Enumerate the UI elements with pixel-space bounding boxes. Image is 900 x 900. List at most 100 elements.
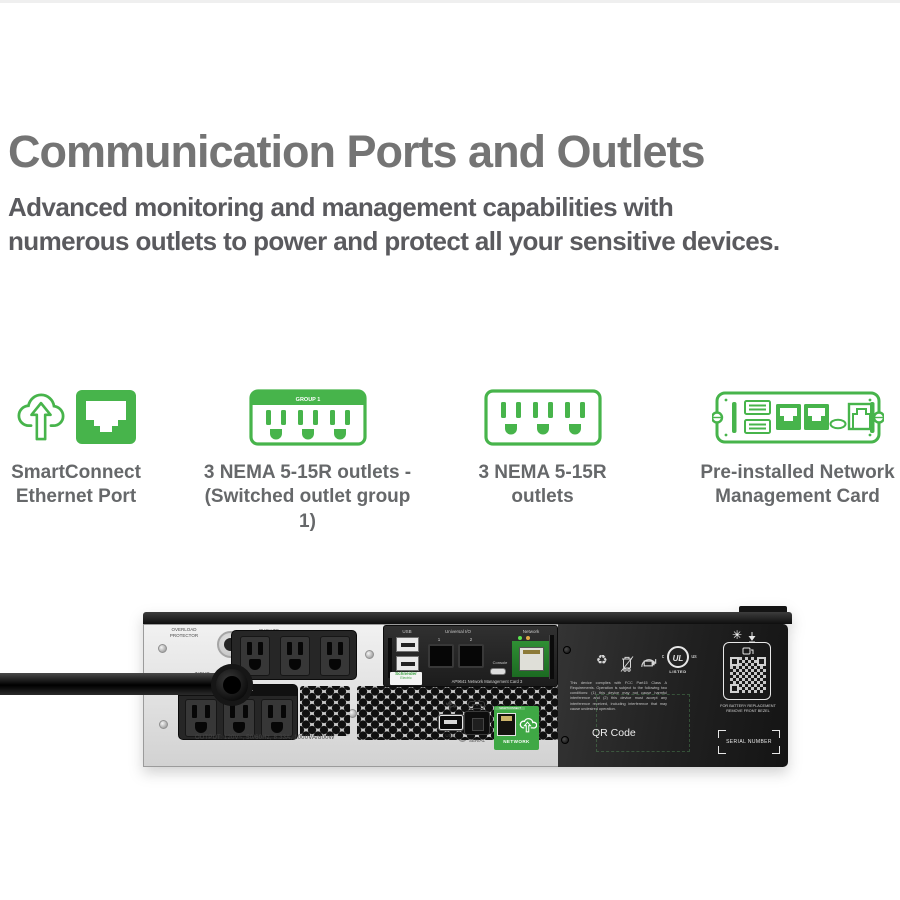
outlet-slot	[298, 642, 303, 655]
nema-outlet	[261, 699, 293, 737]
fcc-compliance-text: This device complies with FCC Part15 Cla…	[570, 681, 667, 711]
bracket-corner	[718, 730, 726, 738]
usb-contact	[444, 720, 457, 724]
schneider-logo: Schneider Electric	[390, 671, 422, 685]
bracket-corner	[718, 746, 726, 754]
outlet-slot	[281, 705, 286, 718]
nema-outlet	[320, 636, 350, 676]
rj45-jack	[497, 713, 516, 736]
io-port-2	[458, 644, 484, 668]
rj45-pins	[523, 650, 540, 654]
outlet-group-icon-header: GROUP 1	[295, 397, 320, 403]
qr-code-box	[723, 642, 771, 700]
outlet-slot	[338, 642, 343, 655]
grommet-hole	[223, 676, 241, 694]
card-slot-rail	[388, 638, 392, 678]
outlet-group-icon: GROUP 1	[248, 388, 367, 446]
network-port-label: Network	[522, 629, 540, 634]
outlet-ground	[271, 722, 283, 733]
outlet-ground	[195, 722, 207, 733]
outlet-ground	[329, 659, 341, 670]
usb-port-label: USB	[445, 733, 455, 738]
outlet-ground	[233, 722, 245, 733]
screw	[561, 736, 569, 744]
ethernet-port-icon	[76, 390, 136, 444]
serial-number-label: SERIAL NUMBER	[726, 739, 772, 745]
overload-protector-label: OVERLOAD PROTECTOR	[169, 627, 199, 638]
recycle-icon: ♻	[596, 653, 608, 668]
ul-c-label: c	[661, 654, 665, 660]
serial-dot	[471, 704, 474, 706]
feature-smartconnect-label: SmartConnect Ethernet Port	[11, 462, 141, 508]
outlet-slot	[247, 642, 252, 655]
nmc-usb-port	[396, 656, 419, 671]
output-rating-label: OUTPUT: 120V~, 50/60Hz, 8.33A, 1000VA/80…	[195, 735, 335, 741]
chassis-top-edge	[143, 612, 792, 624]
page-subtitle: Advanced monitoring and management capab…	[8, 192, 780, 257]
screw	[159, 720, 168, 729]
power-cable	[0, 673, 238, 695]
outlet-ground	[249, 659, 261, 670]
network-panel-label: NETWORK	[503, 739, 530, 744]
ul-us-label: us	[691, 654, 697, 660]
outlet-slot	[268, 705, 273, 718]
management-card-icon	[711, 391, 884, 443]
feature-switched-outlets-icons: GROUP 1	[200, 386, 415, 448]
screw	[563, 646, 571, 654]
usb-symbol-icon	[445, 700, 457, 711]
top-divider	[0, 0, 900, 3]
status-led-green	[518, 636, 522, 640]
console-port	[490, 668, 506, 675]
io-port1-label: 1	[437, 637, 441, 642]
feature-nmc-icons	[695, 386, 900, 448]
schneider-logo-line1: Schneider	[395, 671, 417, 676]
battery-replacement-note: FOR BATTERY REPLACEMENT REMOVE FRONT BEZ…	[720, 704, 776, 714]
status-led-amber	[526, 636, 530, 640]
cable-grommet	[211, 664, 253, 706]
outlet-strip-icon	[483, 388, 602, 446]
ups-rear-panel: OVERLOAD PROTECTOR PUSH TO RESET INPUT 1…	[143, 606, 792, 770]
feature-outlets-label: 3 NEMA 5-15R outlets	[478, 462, 607, 508]
screw	[365, 650, 374, 659]
usb-contact	[401, 643, 415, 647]
outlet-slot	[192, 705, 197, 718]
io-port-1	[428, 644, 454, 668]
serial-port-label: SERIAL	[468, 738, 485, 743]
serial-symbol-icon	[468, 701, 485, 709]
battery-recycle-icon	[641, 659, 657, 667]
qr-finder	[730, 657, 739, 666]
bracket-corner	[772, 730, 780, 738]
feature-nmc: Pre-installed Network Management Card	[695, 386, 900, 510]
vent-grille	[300, 686, 350, 736]
smartconnect-network-panel: SMARTCONNECT NETWORK	[494, 706, 539, 750]
scan-icon	[742, 647, 754, 655]
nema-outlet	[185, 699, 217, 737]
io-port2-label: 2	[469, 637, 473, 642]
no-trash-icon	[620, 656, 634, 672]
qr-code-pattern	[730, 657, 766, 693]
outlet-slot	[230, 705, 235, 718]
outlet-slot	[327, 642, 332, 655]
ul-letters: UL	[672, 654, 684, 663]
cloud-upload-icon	[17, 393, 65, 441]
feature-smartconnect-icons	[0, 386, 152, 448]
qr-finder	[757, 657, 766, 666]
console-label: Console	[492, 660, 508, 665]
network-management-card: USB Universal I/O 1 2 Console Network	[383, 625, 558, 687]
qr-finder	[730, 684, 739, 693]
outlet-ground	[289, 659, 301, 670]
feature-outlets-icons	[445, 386, 640, 448]
feature-smartconnect: SmartConnect Ethernet Port	[0, 386, 152, 510]
rj45-jack	[519, 647, 544, 671]
qr-code-label: QR Code	[592, 727, 636, 739]
sun-icon: ✳	[732, 628, 743, 642]
feature-switched-outlets-label: 3 NEMA 5-15R outlets - (Switched outlet …	[203, 462, 412, 532]
page-title: Communication Ports and Outlets	[8, 126, 706, 177]
feature-nmc-label: Pre-installed Network Management Card	[700, 462, 895, 508]
serial-dot	[475, 704, 478, 706]
cloud-upload-icon-small	[519, 717, 537, 733]
screw	[158, 644, 167, 653]
usb-port	[438, 714, 464, 731]
nmc-usb-port	[396, 637, 419, 652]
